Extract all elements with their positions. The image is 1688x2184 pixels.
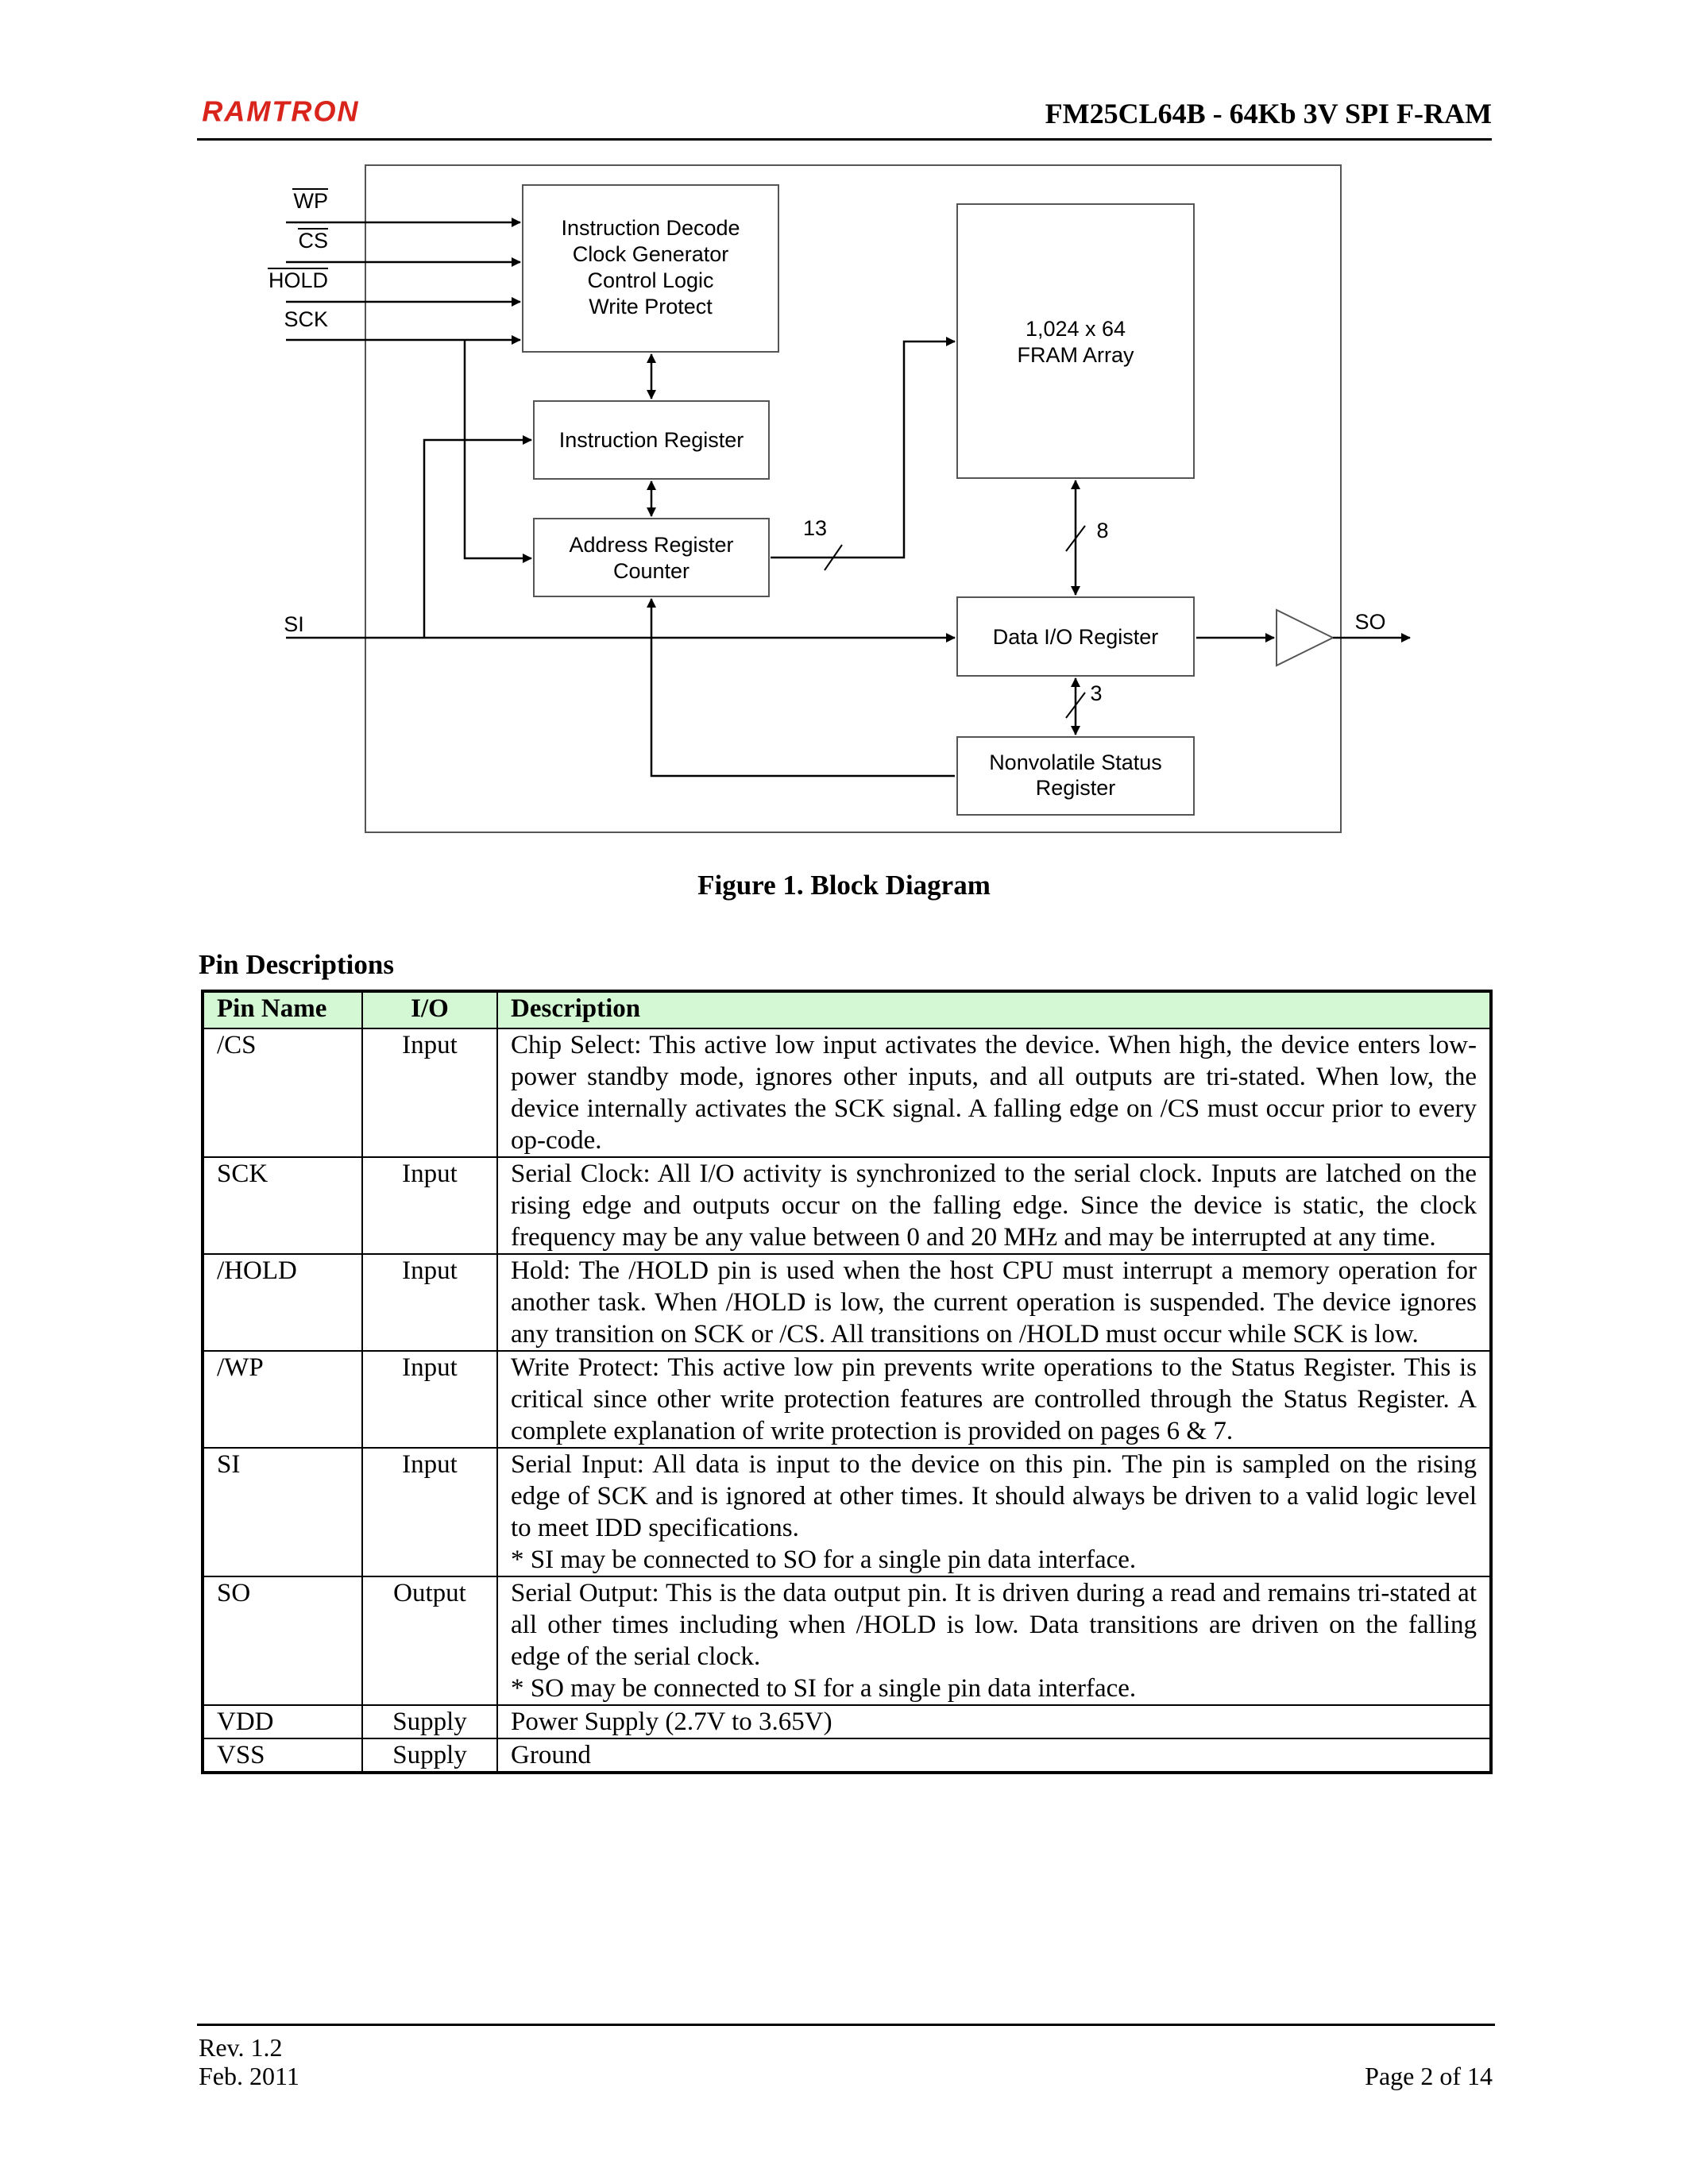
header-description: Description [496, 990, 1492, 1029]
pin-io-cell: Input [361, 1028, 498, 1158]
pin-description-cell: Write Protect: This active low pin preve… [496, 1350, 1492, 1449]
si-label: SI [284, 612, 304, 636]
si-to-instruction-register [423, 435, 532, 638]
revision-info: Rev. 1.2 Feb. 2011 [199, 2033, 299, 2090]
description-text: Serial Output: This is the data output p… [511, 1579, 1477, 1671]
address-register-line-2: Counter [613, 559, 689, 583]
page-header: RAMTRON FM25CL64B - 64Kb 3V SPI F-RAM [197, 94, 1492, 141]
pin-name-cell: SCK [202, 1156, 363, 1255]
control-line-1: Instruction Decode [561, 216, 740, 240]
description-text: Serial Clock: All I/O activity is synchr… [511, 1160, 1477, 1252]
pin-io-cell: Supply [361, 1738, 498, 1773]
pin-description-cell: Power Supply (2.7V to 3.65V) [496, 1704, 1492, 1739]
status-bus-slash [1065, 692, 1086, 719]
control-logic-block [522, 184, 779, 353]
address-bus [771, 337, 956, 559]
table-row: SCK Input Serial Clock: All I/O activity… [202, 1156, 1492, 1255]
description-text: Ground [511, 1741, 591, 1769]
input-label-hold: HOLD [268, 268, 328, 292]
header-io: I/O [361, 990, 498, 1029]
table-row: VDD Supply Power Supply (2.7V to 3.65V) [202, 1704, 1492, 1739]
input-label-cs: CS [298, 229, 328, 253]
control-line-2: Clock Generator [573, 242, 729, 266]
instruction-register-label: Instruction Register [559, 428, 744, 452]
fram-array-line-2: FRAM Array [1017, 343, 1134, 367]
pin-name-cell: /HOLD [202, 1253, 363, 1352]
input-label-wp: WP [294, 189, 329, 213]
pin-description-cell: Serial Clock: All I/O activity is synchr… [496, 1156, 1492, 1255]
description-note: * SO may be connected to SI for a single… [511, 1674, 1137, 1703]
so-label: SO [1354, 610, 1385, 634]
data-io-register-block [956, 596, 1195, 677]
table-row: /HOLD Input Hold: The /HOLD pin is used … [202, 1253, 1492, 1352]
table-header-row: Pin Name I/O Description [202, 990, 1492, 1029]
address-bus-width: 13 [803, 516, 827, 540]
table-row: /CS Input Chip Select: This active low i… [202, 1028, 1492, 1158]
revision-date: Feb. 2011 [199, 2062, 299, 2090]
pin-io-cell: Input [361, 1253, 498, 1352]
counter-to-status-register [647, 598, 955, 778]
data-bus-slash [1065, 525, 1086, 552]
pin-io-cell: Input [361, 1447, 498, 1577]
pin-name-cell: SI [202, 1447, 363, 1577]
table-row: /WP Input Write Protect: This active low… [202, 1350, 1492, 1449]
fram-array-line-1: 1,024 x 64 [1026, 317, 1126, 341]
pin-description-table: Pin Name I/O Description /CS Input Chip … [201, 990, 1493, 1774]
pin-description-cell: Ground [496, 1738, 1492, 1773]
data-bus-width: 8 [1096, 519, 1108, 542]
address-bus-slash [824, 544, 843, 571]
address-register-block [533, 518, 770, 597]
fram-array-block [956, 203, 1195, 479]
description-text: Write Protect: This active low pin preve… [511, 1353, 1477, 1445]
status-register-block [956, 736, 1195, 816]
pin-name-cell: VSS [202, 1738, 363, 1773]
description-note: * SI may be connected to SO for a single… [511, 1545, 1137, 1574]
instruction-register-block [533, 400, 770, 480]
control-line-3: Control Logic [587, 268, 713, 292]
footer-rule [197, 2024, 1495, 2026]
pin-io-cell: Input [361, 1156, 498, 1255]
description-text: Chip Select: This active low input activ… [511, 1031, 1477, 1155]
data-io-register-label: Data I/O Register [993, 625, 1159, 649]
table-row: SO Output Serial Output: This is the dat… [202, 1576, 1492, 1706]
input-label-sck: SCK [284, 307, 328, 331]
control-line-4: Write Protect [589, 295, 713, 318]
pin-io-cell: Input [361, 1350, 498, 1449]
status-register-line-2: Register [1036, 776, 1116, 800]
pin-description-cell: Hold: The /HOLD pin is used when the hos… [496, 1253, 1492, 1352]
ramtron-logo: RAMTRON [202, 95, 359, 127]
description-text: Hold: The /HOLD pin is used when the hos… [511, 1256, 1477, 1349]
pin-description-cell: Serial Output: This is the data output p… [496, 1576, 1492, 1706]
description-text: Serial Input: All data is input to the d… [511, 1450, 1477, 1542]
address-register-line-1: Address Register [569, 533, 733, 557]
figure-caption: Figure 1. Block Diagram [697, 870, 991, 901]
document-title: FM25CL64B - 64Kb 3V SPI F-RAM [1045, 98, 1492, 129]
description-text: Power Supply (2.7V to 3.65V) [511, 1707, 832, 1736]
revision-number: Rev. 1.2 [199, 2033, 283, 2062]
table-row: VSS Supply Ground [202, 1738, 1492, 1773]
header-pin-name: Pin Name [202, 990, 363, 1029]
status-bus-width: 3 [1090, 681, 1102, 705]
pin-io-cell: Output [361, 1576, 498, 1706]
status-register-line-1: Nonvolatile Status [989, 751, 1162, 774]
pin-name-cell: SO [202, 1576, 363, 1706]
output-buffer [1276, 608, 1335, 667]
block-diagram-svg: WP CS HOLD SCK Instruction Decode Clock … [268, 164, 1411, 833]
pin-description-cell: Serial Input: All data is input to the d… [496, 1447, 1492, 1577]
block-diagram: WP CS HOLD SCK Instruction Decode Clock … [254, 159, 1430, 850]
chip-boundary [365, 164, 1342, 833]
pin-name-cell: VDD [202, 1704, 363, 1739]
sck-to-address-register [463, 340, 532, 563]
pin-io-cell: Supply [361, 1704, 498, 1739]
pin-name-cell: /WP [202, 1350, 363, 1449]
pin-description-cell: Chip Select: This active low input activ… [496, 1028, 1492, 1158]
pin-name-cell: /CS [202, 1028, 363, 1158]
pin-descriptions-title: Pin Descriptions [199, 949, 394, 980]
svg-text:RAMTRON: RAMTRON [202, 95, 359, 127]
table-row: SI Input Serial Input: All data is input… [202, 1447, 1492, 1577]
page-number: Page 2 of 14 [1365, 2062, 1493, 2090]
